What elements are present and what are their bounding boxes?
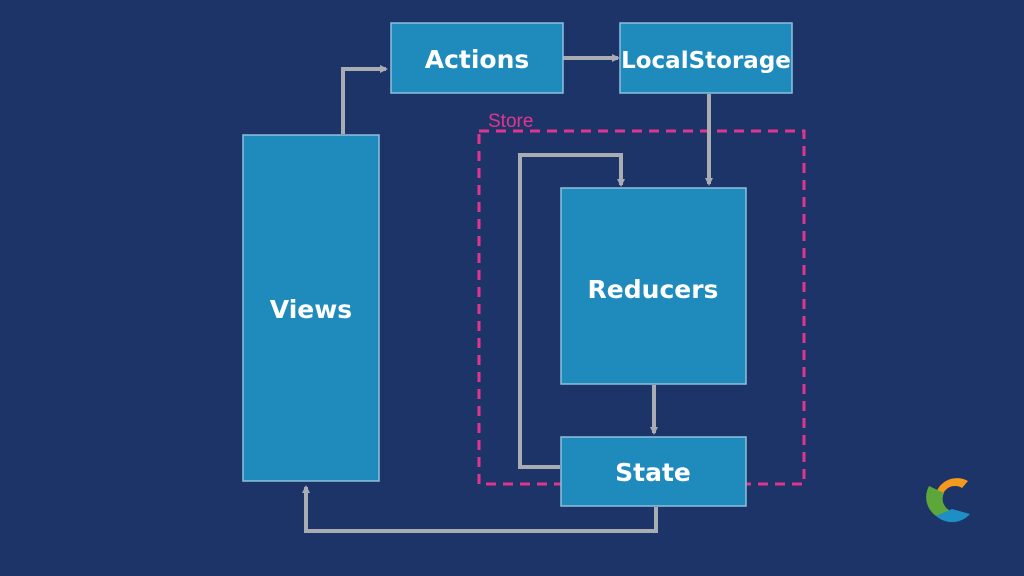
reducers-label: Reducers [588,275,719,304]
localstorage-label: LocalStorage [621,48,791,74]
localstorage-box [619,22,793,94]
views-label: Views [270,295,352,324]
arrow-views-to-actions [341,65,388,134]
state-box [560,436,747,507]
c-logo-icon [926,478,970,523]
state-label: State [615,458,691,487]
reducers-box [560,187,747,385]
actions-box [390,22,564,94]
arrow-state-to-views [302,485,658,533]
arrow-state-to-reducers [518,153,625,469]
actions-label: Actions [425,45,530,74]
store-label: Store [488,111,533,132]
views-box [242,134,380,482]
